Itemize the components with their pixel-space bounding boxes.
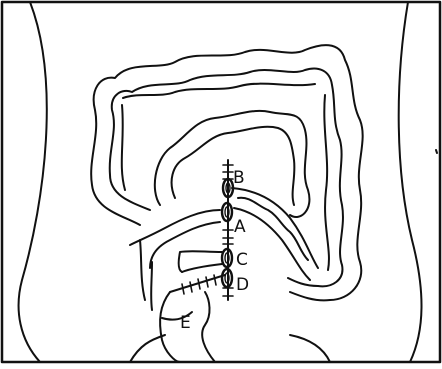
pelvis-curve <box>130 335 165 362</box>
pelvis-curve-right <box>290 335 330 362</box>
limb-c-upper <box>179 251 222 272</box>
suture-ticks-horizontal <box>182 275 216 294</box>
ileum-upper <box>130 210 220 245</box>
torso-right-outline <box>399 2 422 362</box>
label-c: C <box>236 250 248 270</box>
label-a: A <box>234 217 246 237</box>
label-e: E <box>180 313 191 333</box>
ascending-limb <box>140 240 152 310</box>
ink-mark <box>436 150 437 153</box>
label-d: D <box>236 275 249 295</box>
limb-c-lower <box>182 264 222 272</box>
torso-left-outline <box>19 2 47 362</box>
suture-line-horizontal <box>170 275 225 292</box>
label-b: B <box>233 168 245 188</box>
ileum-lower <box>150 222 220 268</box>
